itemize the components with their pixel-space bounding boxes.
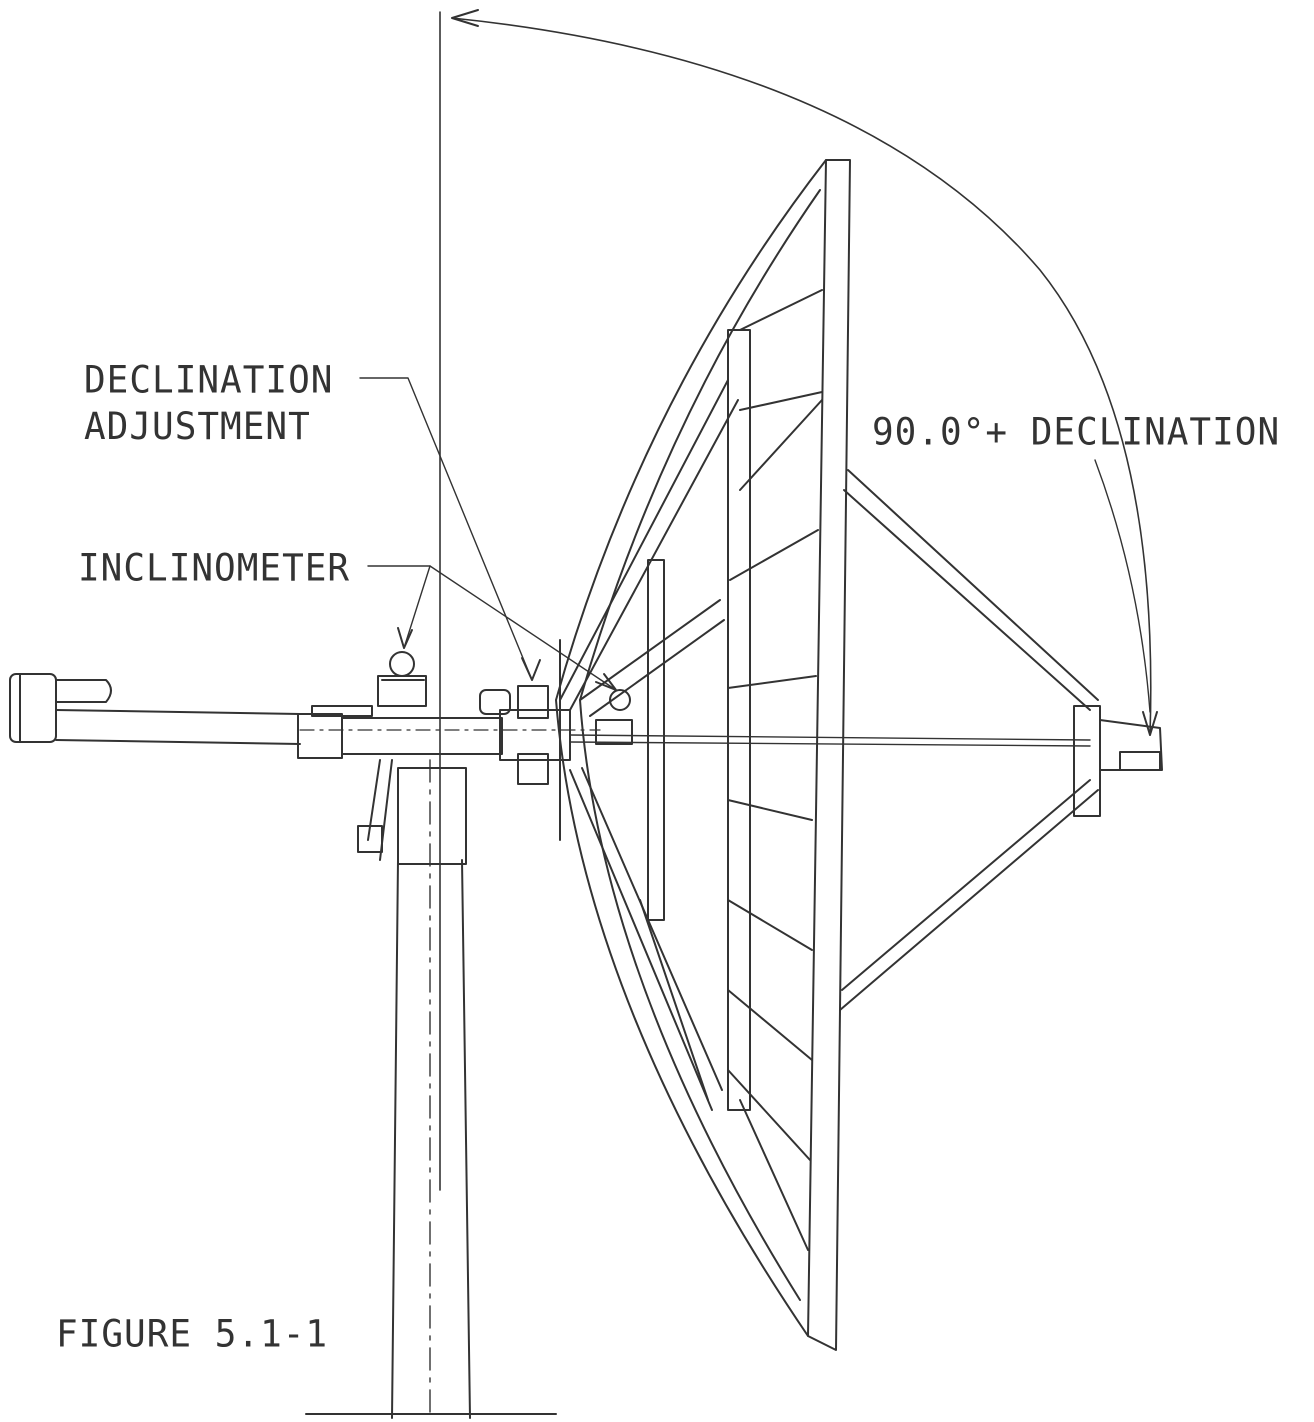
angle-label-leader [1094, 459, 1151, 713]
inclinometer-leader-line-2 [429, 565, 617, 691]
declination-adjustment-label: DECLINATION ADJUSTMENT [84, 358, 333, 450]
figure-caption: FIGURE 5.1-1 [56, 1313, 329, 1357]
arc-arrowhead-bottom [1142, 711, 1158, 736]
dish-reflector [555, 159, 851, 1351]
angle-label: 90.0°+ DECLINATION [872, 411, 1281, 455]
mounting-pole [305, 759, 557, 1419]
inclinometer-leader-line [367, 565, 431, 649]
declination-leader-line [359, 377, 533, 681]
arc-arrowhead-top [451, 9, 479, 27]
feed-assembly [839, 469, 1163, 1011]
declination-adjustment-label-line-2: ADJUSTMENT [84, 405, 311, 449]
polar-axis-tube [9, 651, 1091, 861]
inclinometer-label: INCLINOMETER [78, 547, 351, 591]
declination-adjustment-label-line-1: DECLINATION [84, 359, 334, 403]
angle-arc [451, 17, 1152, 736]
